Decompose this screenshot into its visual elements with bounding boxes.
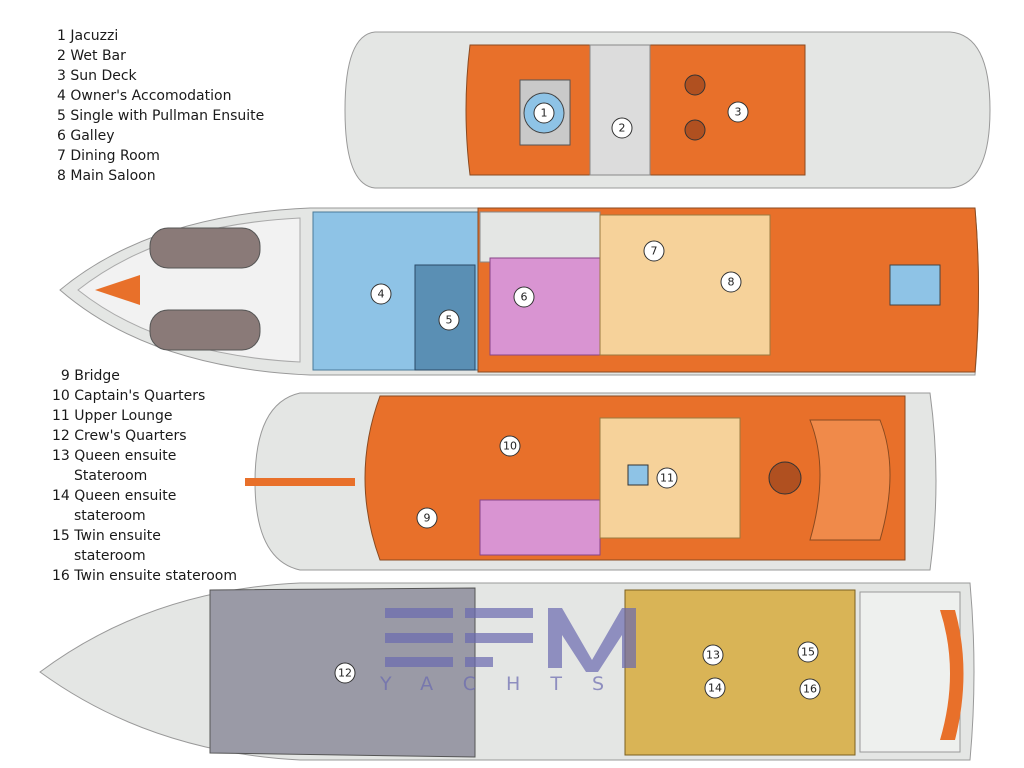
zone-label-3: 3 (735, 106, 742, 119)
legend-item-8: 8 Main Saloon (57, 168, 156, 184)
lower-deck-plan: 12 13 14 15 16 (39, 582, 975, 761)
legend-upper-lower-deck: 9 Bridge 10 Captain's Quarters 11 Upper … (52, 366, 237, 586)
zone-label-5: 5 (446, 314, 453, 327)
legend-item-14: 14 Queen ensuite (52, 488, 177, 504)
zone-label-1: 1 (541, 107, 548, 120)
legend-item-14-cont: stateroom (74, 508, 146, 524)
zone-label-16: 16 (803, 683, 817, 696)
legend-item-9: 9 Bridge (60, 368, 120, 384)
zone-label-4: 4 (378, 288, 385, 301)
zone-label-14: 14 (708, 682, 722, 695)
legend-item-11: 11 Upper Lounge (52, 408, 173, 424)
zone-marker-2 (611, 117, 633, 139)
zone-marker-12 (334, 662, 356, 684)
zone-marker-6 (513, 286, 535, 308)
zone-label-10: 10 (503, 440, 517, 453)
legend-item-10: 10 Captain's Quarters (52, 388, 206, 404)
zone-marker-15 (797, 641, 819, 663)
zone-marker-14 (704, 677, 726, 699)
zone-label-6: 6 (521, 291, 528, 304)
legend-item-5: 5 Single with Pullman Ensuite (57, 108, 265, 124)
zone-label-15: 15 (801, 646, 815, 659)
legend-item-6: 6 Galley (57, 128, 115, 144)
legend-item-15-cont: stateroom (74, 548, 146, 564)
zone-label-12: 12 (338, 667, 352, 680)
legend-item-16: 16 Twin ensuite stateroom (52, 568, 237, 584)
legend-item-3: 3 Sun Deck (57, 68, 137, 84)
zone-label-9: 9 (424, 512, 431, 525)
legend-item-12: 12 Crew's Quarters (52, 428, 187, 444)
zone-label-2: 2 (619, 122, 626, 135)
zone-label-13: 13 (706, 649, 720, 662)
legend-item-1: 1 Jacuzzi (57, 28, 119, 44)
zone-label-8: 8 (728, 276, 735, 289)
legend-item-15: 15 Twin ensuite (52, 528, 161, 544)
legend-item-13-cont: Stateroom (74, 468, 148, 484)
zone-label-11: 11 (660, 472, 674, 485)
legend-item-7: 7 Dining Room (57, 148, 160, 164)
svg-text:YACHTS: YACHTS (379, 673, 634, 695)
zone-marker-7 (643, 240, 665, 262)
legend-item-13: 13 Queen ensuite (52, 448, 177, 464)
main-deck-plan: 4 5 6 7 8 (59, 207, 979, 376)
legend-sun-main-deck: 1 Jacuzzi 2 Wet Bar 3 Sun Deck 4 Owner's… (57, 26, 264, 186)
zone-marker-1 (533, 102, 555, 124)
zone-marker-11 (656, 467, 678, 489)
zone-marker-4 (370, 283, 392, 305)
legend-item-2: 2 Wet Bar (57, 48, 126, 64)
zone-marker-3 (727, 101, 749, 123)
efm-yachts-watermark: YACHTS (379, 608, 636, 695)
upper-deck-plan: 9 10 11 (245, 392, 937, 571)
sun-deck-plan: 1 2 3 (344, 31, 991, 189)
legend-item-4: 4 Owner's Accomodation (57, 88, 232, 104)
zone-label-7: 7 (651, 245, 658, 258)
zone-marker-10 (499, 435, 521, 457)
zone-marker-16 (799, 678, 821, 700)
zone-marker-8 (720, 271, 742, 293)
zone-marker-9 (416, 507, 438, 529)
zone-marker-13 (702, 644, 724, 666)
zone-marker-5 (438, 309, 460, 331)
